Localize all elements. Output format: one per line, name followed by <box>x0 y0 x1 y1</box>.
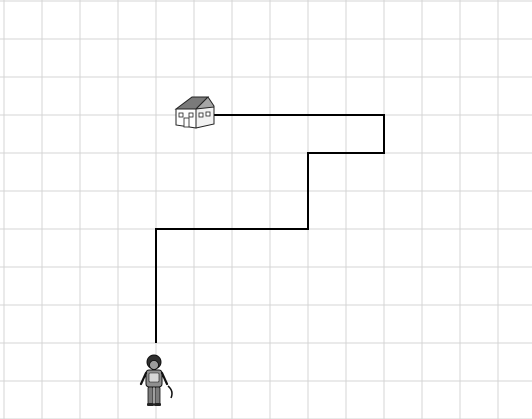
house-icon <box>176 97 214 128</box>
